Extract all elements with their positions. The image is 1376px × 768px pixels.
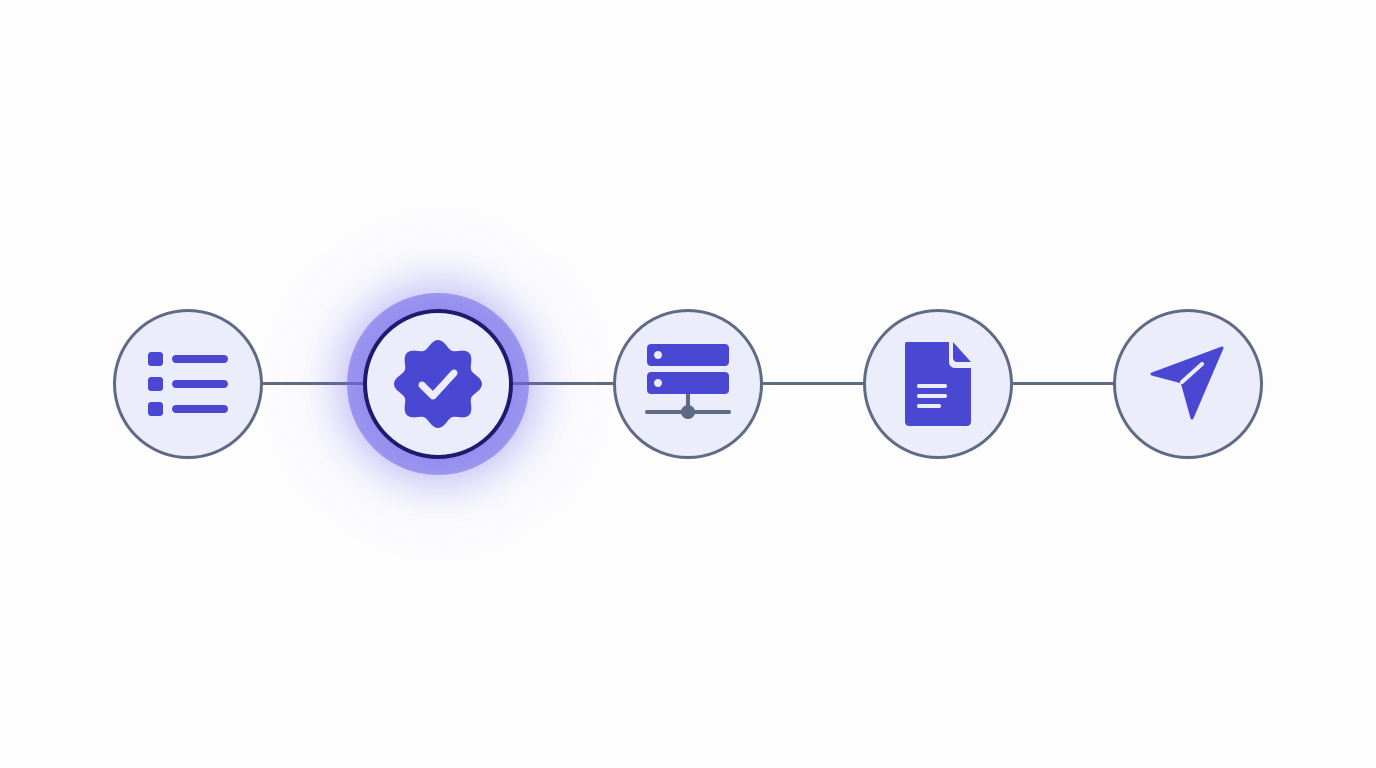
step-4-document[interactable] xyxy=(863,309,1013,459)
connector-line xyxy=(512,382,616,385)
step-2-verify[interactable] xyxy=(363,309,513,459)
connector-line xyxy=(1012,382,1116,385)
step-3-server[interactable] xyxy=(613,309,763,459)
document-icon xyxy=(905,342,971,426)
step-1-list[interactable] xyxy=(113,309,263,459)
connector-line xyxy=(262,382,366,385)
verified-badge-icon xyxy=(394,340,482,428)
send-icon xyxy=(1150,346,1224,420)
server-network-icon xyxy=(645,344,731,419)
step-5-send[interactable] xyxy=(1113,309,1263,459)
list-icon xyxy=(148,352,228,416)
connector-line xyxy=(762,382,866,385)
